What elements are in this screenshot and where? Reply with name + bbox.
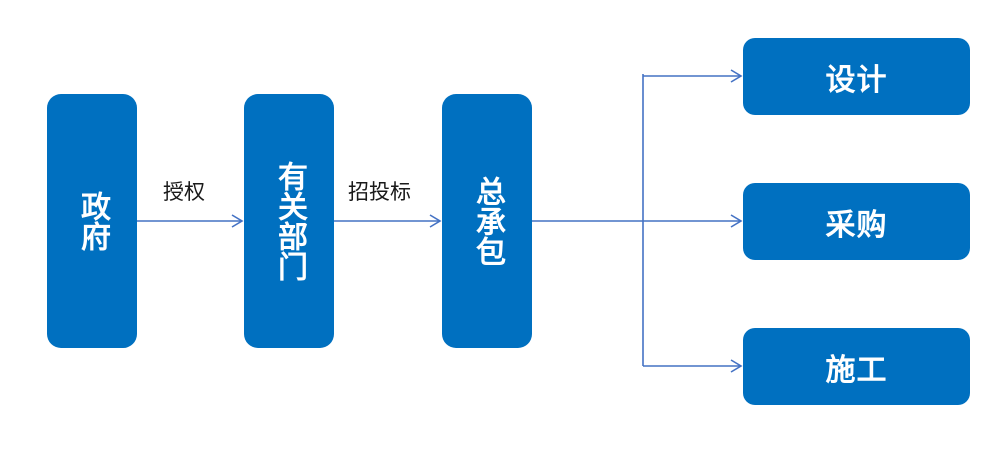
node-departments-label: 有关部门 bbox=[272, 161, 307, 281]
node-government-label: 政府 bbox=[75, 191, 110, 251]
node-departments: 有关部门 bbox=[244, 94, 334, 348]
node-construction: 施工 bbox=[743, 328, 970, 405]
node-procurement-label: 采购 bbox=[825, 207, 888, 243]
node-design-label: 设计 bbox=[825, 62, 888, 98]
node-contractor-label: 总承包 bbox=[470, 176, 505, 266]
node-government: 政府 bbox=[47, 94, 137, 348]
edge-label-bidding: 招投标 bbox=[348, 180, 411, 204]
node-procurement: 采购 bbox=[743, 183, 970, 260]
node-construction-label: 施工 bbox=[825, 352, 888, 388]
edge-label-authorize: 授权 bbox=[163, 180, 205, 204]
node-contractor: 总承包 bbox=[442, 94, 532, 348]
node-design: 设计 bbox=[743, 38, 970, 115]
